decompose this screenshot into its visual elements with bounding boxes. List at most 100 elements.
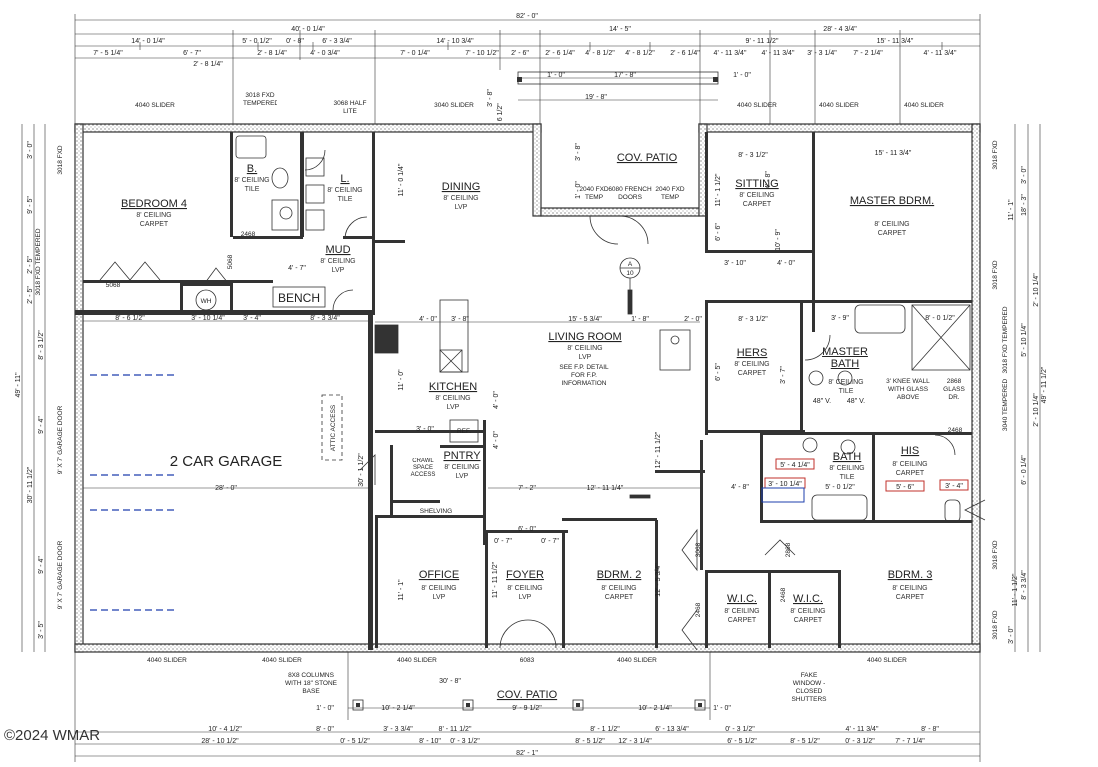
room-garage-name: 2 CAR GARAGE — [170, 453, 283, 470]
room-wic2-name: W.I.C. — [793, 593, 823, 605]
dim-top-t: 4' - 8 1/2" — [625, 50, 655, 57]
fp-note: SEE F.P. DETAIL FOR F.P. INFORMATION — [559, 364, 608, 387]
shelving-label: SHELVING — [420, 508, 452, 515]
dim-int-16: 0' - 7" — [494, 538, 512, 545]
dim-int-40: 11' - 0" — [398, 369, 405, 391]
room-kitchen-ceiling: 8' CEILING — [435, 395, 470, 402]
dim-int-43: 11' - 1 1/2" — [1012, 573, 1019, 606]
front-door: 6083 — [520, 657, 535, 664]
garage-details: ATTIC ACCESS 2 CAR GARAGE 28' - 0" 9' X … — [57, 374, 368, 611]
ref-label: REF. — [457, 428, 471, 435]
room-living-ceiling: 8' CEILING — [567, 345, 602, 352]
garage-door-1-label: 9' X 7' GARAGE DOOR — [57, 405, 64, 474]
dim-top-g: 6' - 3 3/4" — [322, 38, 352, 45]
room-bathb-ceiling: 8' CEILING — [234, 177, 269, 184]
dim-int-35: 3' - 9" — [831, 315, 849, 322]
dim-bot-q: 8' - 5 1/2" — [790, 738, 820, 745]
fixtures — [195, 135, 971, 523]
win-right1: 3018 FXD — [992, 140, 999, 170]
room-sitting-floor: CARPET — [743, 201, 772, 208]
section-num: 10 — [626, 270, 634, 277]
win-front3: 4040 SLIDER — [397, 657, 437, 664]
dim-int-48: 4' - 0" — [493, 431, 500, 449]
dim-top-d: 14' - 0 1/4" — [131, 38, 165, 45]
room-bdrm2-ceiling: 8' CEILING — [601, 585, 636, 592]
dim-top-v: 4' - 11 3/4" — [714, 50, 747, 57]
room-wic2-floor: CARPET — [794, 617, 823, 624]
room-covpatio-front-dim: 9' - 9 1/2" — [512, 705, 542, 712]
dim-bot-b: 10' - 4 1/2" — [208, 726, 242, 733]
attic-access-label: ATTIC ACCESS — [330, 404, 337, 451]
room-bedroom4-name: BEDROOM 4 — [121, 198, 187, 210]
dim-int-28: 4' - 8" — [731, 484, 749, 491]
room-labels: BEDROOM 4 8' CEILING CARPET B. 8' CEILIN… — [121, 152, 965, 624]
front-patio: COV. PATIO 9' - 9 1/2" 30' - 8" 8X8 COLU… — [285, 652, 827, 720]
door-2468-b: 2468 — [695, 602, 702, 617]
dim-top-y: 7' - 2 1/4" — [853, 50, 883, 57]
dim-int-49: 3' - 7" — [780, 366, 787, 384]
dim-left-total: 49' - 11" — [15, 372, 22, 398]
dim-bot-e: 8' - 11 1/2" — [439, 726, 472, 733]
room-kitchen-name: KITCHEN — [429, 381, 477, 393]
knee-wall-note: 3' KNEE WALL WITH GLASS ABOVE — [886, 378, 930, 401]
win-front5: 4040 SLIDER — [867, 657, 907, 664]
win-right4: 3040 TEMPERED — [1002, 379, 1009, 432]
dim-left-b: 9' - 5" — [27, 196, 34, 214]
dim-int-24: 3' - 4" — [945, 483, 963, 490]
dim-left-c: 2' - 5" — [27, 256, 34, 274]
garage-door-2-label: 9' X 7' GARAGE DOOR — [57, 540, 64, 609]
dim-patio-v1: 3' - 8" — [487, 89, 494, 107]
dim-patio-2: 17' - 8" — [614, 72, 636, 79]
dim-bot-m: 0' - 3 1/2" — [450, 738, 480, 745]
room-pantry-name: PNTRY — [443, 450, 481, 462]
room-pantry-ceiling: 8' CEILING — [444, 464, 479, 471]
win-right2: 3018 FXD — [992, 260, 999, 290]
room-bath-name: BATH — [833, 451, 862, 463]
win-front4: 4040 SLIDER — [617, 657, 657, 664]
win-right5: 3018 FXD — [992, 540, 999, 570]
door-5068-a: 5068 — [106, 282, 121, 289]
win-front1: 4040 SLIDER — [147, 657, 187, 664]
room-mud-floor: LVP — [332, 267, 345, 274]
dim-top-x: 3' - 3 1/4" — [807, 50, 837, 57]
dim-bot-s: 7' - 7 1/4" — [895, 738, 925, 745]
dim-int-42: 6' - 5" — [715, 363, 722, 381]
dim-int-23: 5' - 6" — [896, 484, 914, 491]
glass-dr-note: 2868 GLASS DR. — [943, 378, 965, 400]
win-front2: 4040 SLIDER — [262, 657, 302, 664]
room-his-ceiling: 8' CEILING — [892, 461, 927, 468]
room-masterbath-floor: TILE — [839, 388, 854, 395]
win-sit: 4040 SLIDER — [737, 102, 777, 109]
dim-bot-n: 8' - 5 1/2" — [575, 738, 605, 745]
fxd-temp-2: 2040 FXD TEMP — [655, 186, 684, 201]
dim-int-46: 4' - 8" — [765, 171, 772, 189]
dim-right-e: 5' - 10 1/4" — [1021, 323, 1028, 357]
win-left1: 3018 FXD — [57, 145, 64, 175]
win-door: 3068 HALF LITE — [334, 100, 367, 115]
dim-bot-h: 0' - 3 1/2" — [725, 726, 755, 733]
dim-int-19: 8' - 3 1/2" — [738, 316, 768, 323]
dim-patio-v2: 3' - 6 1/2" — [497, 103, 504, 133]
room-dining-ceiling: 8' CEILING — [443, 195, 478, 202]
dim-top-p: 7' - 10 1/2" — [465, 50, 499, 57]
room-bedroom4-ceiling: 8' CEILING — [136, 212, 171, 219]
room-bdrm3-floor: CARPET — [896, 594, 925, 601]
room-bathb-name: B. — [247, 163, 257, 175]
dim-right-h: 3' - 0" — [1008, 626, 1015, 644]
dim-bot-u: 12' - 3 1/4" — [618, 738, 652, 745]
room-his-name: HIS — [901, 445, 919, 457]
room-office-floor: LVP — [433, 594, 446, 601]
win-dining: 3040 SLIDER — [434, 102, 474, 109]
dim-int-47: 10' - 9" — [775, 229, 782, 251]
dim-int-11: 3' - 0" — [416, 426, 434, 433]
room-covpatio-front-name: COV. PATIO — [497, 689, 558, 701]
dim-top-l: 6' - 7" — [183, 50, 201, 57]
dim-top-n: 4' - 0 3/4" — [310, 50, 340, 57]
rear-patio-dims: 1' - 0" 17' - 8" 1' - 0" 19' - 8" 3' - 8… — [487, 71, 751, 133]
room-foyer-floor: LVP — [519, 594, 532, 601]
win-right6: 3018 FXD — [992, 610, 999, 640]
dim-bot-i: 4' - 11 3/4" — [846, 726, 879, 733]
dim-int-5: 4' - 7" — [288, 265, 306, 272]
dim-bot-g: 6' - 13 3/4" — [655, 726, 689, 733]
